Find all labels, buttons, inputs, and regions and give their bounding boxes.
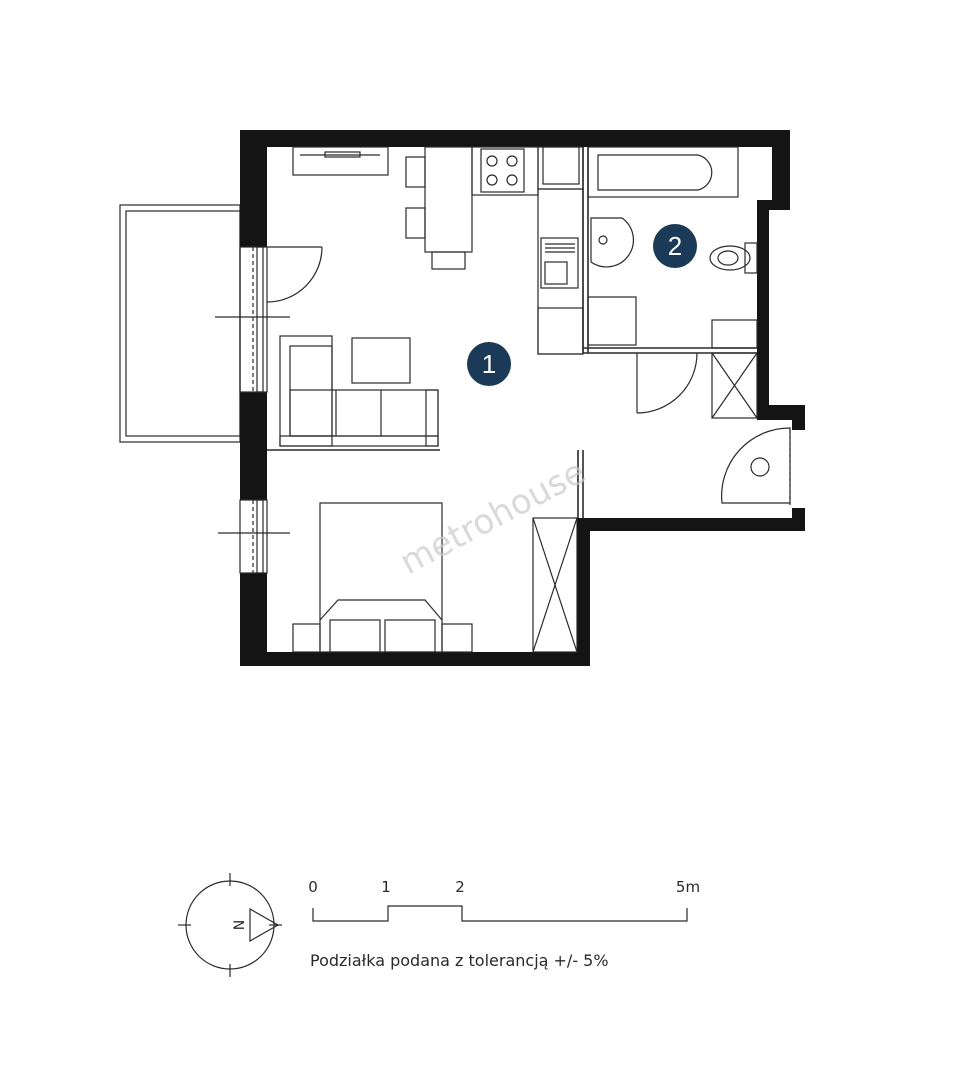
balcony	[119, 204, 241, 443]
scale-bar: 0 1 2 5m Podziałka podana z tolerancją +…	[308, 878, 700, 970]
scale-tolerance-note: Podziałka podana z tolerancją +/- 5%	[310, 951, 609, 970]
window-left-upper	[215, 246, 290, 393]
svg-text:1: 1	[482, 349, 496, 379]
scale-tick-1: 1	[381, 878, 391, 896]
washing-machine	[587, 296, 637, 346]
svg-text:2: 2	[668, 231, 682, 261]
interior-walls	[267, 147, 757, 518]
room-badge-1: 1	[467, 342, 511, 386]
wardrobe	[532, 517, 578, 653]
hall-cabinet	[711, 352, 758, 419]
bathroom-door	[636, 352, 698, 414]
scale-tick-0: 0	[308, 878, 318, 896]
compass: N	[178, 873, 282, 977]
sofa	[279, 335, 439, 447]
room-badge-2: 2	[653, 224, 697, 268]
bed	[292, 502, 473, 653]
window-left-lower	[218, 499, 290, 574]
balcony-door	[266, 246, 323, 303]
scale-tick-5m: 5m	[676, 878, 700, 896]
scale-tick-2: 2	[455, 878, 465, 896]
washbasin	[590, 217, 635, 268]
entrance-door	[721, 427, 791, 508]
coffee-table	[351, 337, 411, 384]
toilet	[709, 242, 758, 274]
compass-north-label: N	[232, 920, 248, 930]
bathroom-shaft	[711, 319, 758, 349]
kitchen	[292, 146, 584, 355]
exterior-walls	[240, 130, 805, 666]
bathtub	[587, 146, 739, 198]
